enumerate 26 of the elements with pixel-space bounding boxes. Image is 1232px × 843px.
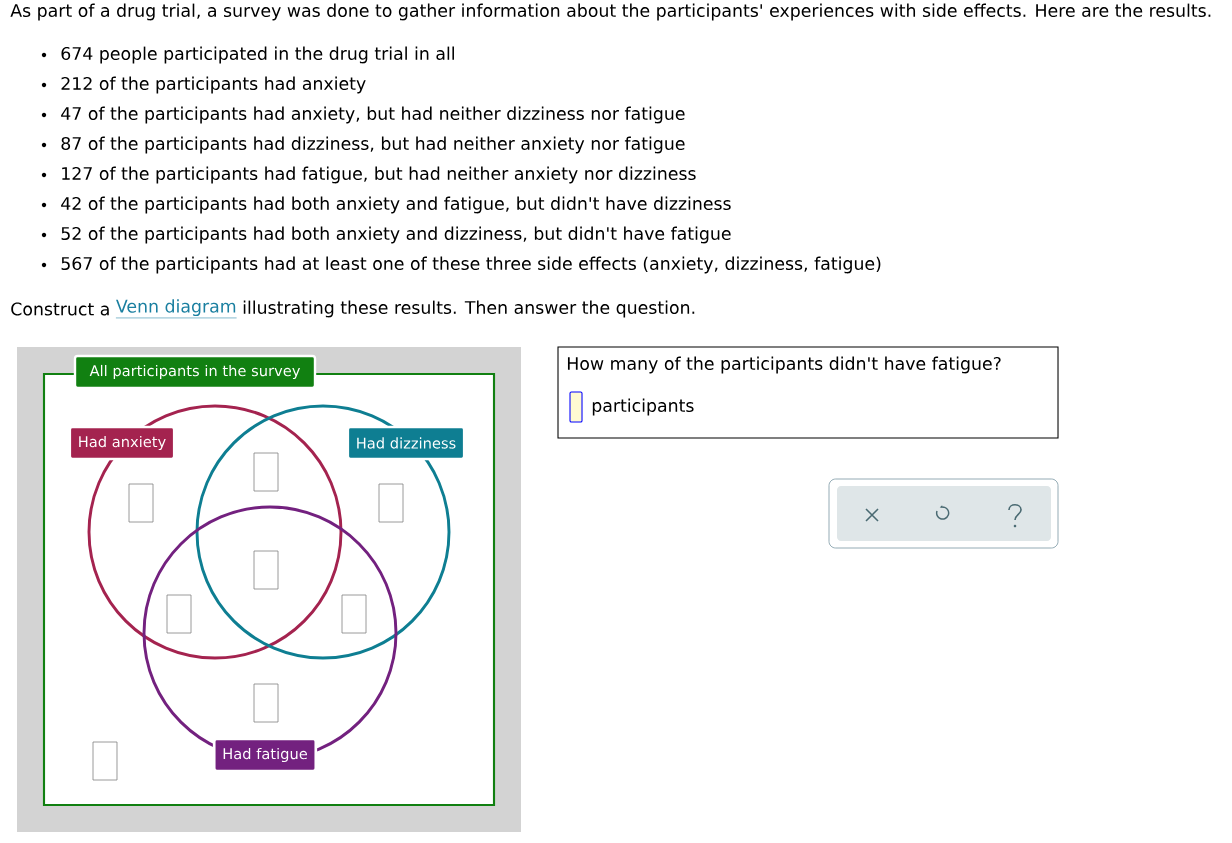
bullet-text: 674 people participated in the drug trial in all: [61, 46, 454, 64]
circle-label: Had anxiety: [68, 425, 176, 461]
instruction-text: Construct a: [11, 302, 109, 316]
answer-box: [92, 741, 118, 781]
link: Venn diagram: [115, 299, 237, 319]
bullet-text: 52 of the participants had both anxiety and dizziness, but didn't have fatigue: [61, 226, 731, 244]
answer-box: [253, 452, 279, 492]
instruction-text: illustrating these results. Then answer the question.: [243, 300, 695, 318]
question-text: How many of the participants didn't have fatigue?: [567, 356, 1001, 374]
bullet-text: 567 of the participants had at least one of these three side effects (anxiety, dizziness, fatigue): [61, 256, 881, 274]
circle-label: Had dizziness: [346, 425, 466, 461]
circle-label: Had fatigue: [212, 737, 318, 773]
bullet-text: 42 of the participants had both anxiety and fatigue, but didn't have dizziness: [61, 196, 731, 214]
answer-box: [341, 594, 367, 634]
answer-box: [253, 550, 279, 590]
title-tag: All participants in the survey: [73, 354, 317, 390]
answer-box: [253, 683, 279, 723]
answer-box: [166, 594, 192, 634]
answer-box: [378, 483, 404, 523]
bullet-text: 212 of the participants had anxiety: [61, 76, 366, 94]
bullet-text: 87 of the participants had dizziness, but had neither anxiety nor fatigue: [61, 136, 685, 154]
bullet-text: 47 of the participants had anxiety, but had neither dizziness nor fatigue: [61, 106, 685, 124]
unit-text: participants: [592, 398, 694, 416]
intro-text: As part of a drug trial, a survey was done to gather information about the participants' experiences with side effects. Here are the results.: [10, 3, 1211, 21]
answer-box: [128, 483, 154, 523]
bullet-text: 127 of the participants had fatigue, but had neither anxiety nor dizziness: [62, 166, 696, 184]
